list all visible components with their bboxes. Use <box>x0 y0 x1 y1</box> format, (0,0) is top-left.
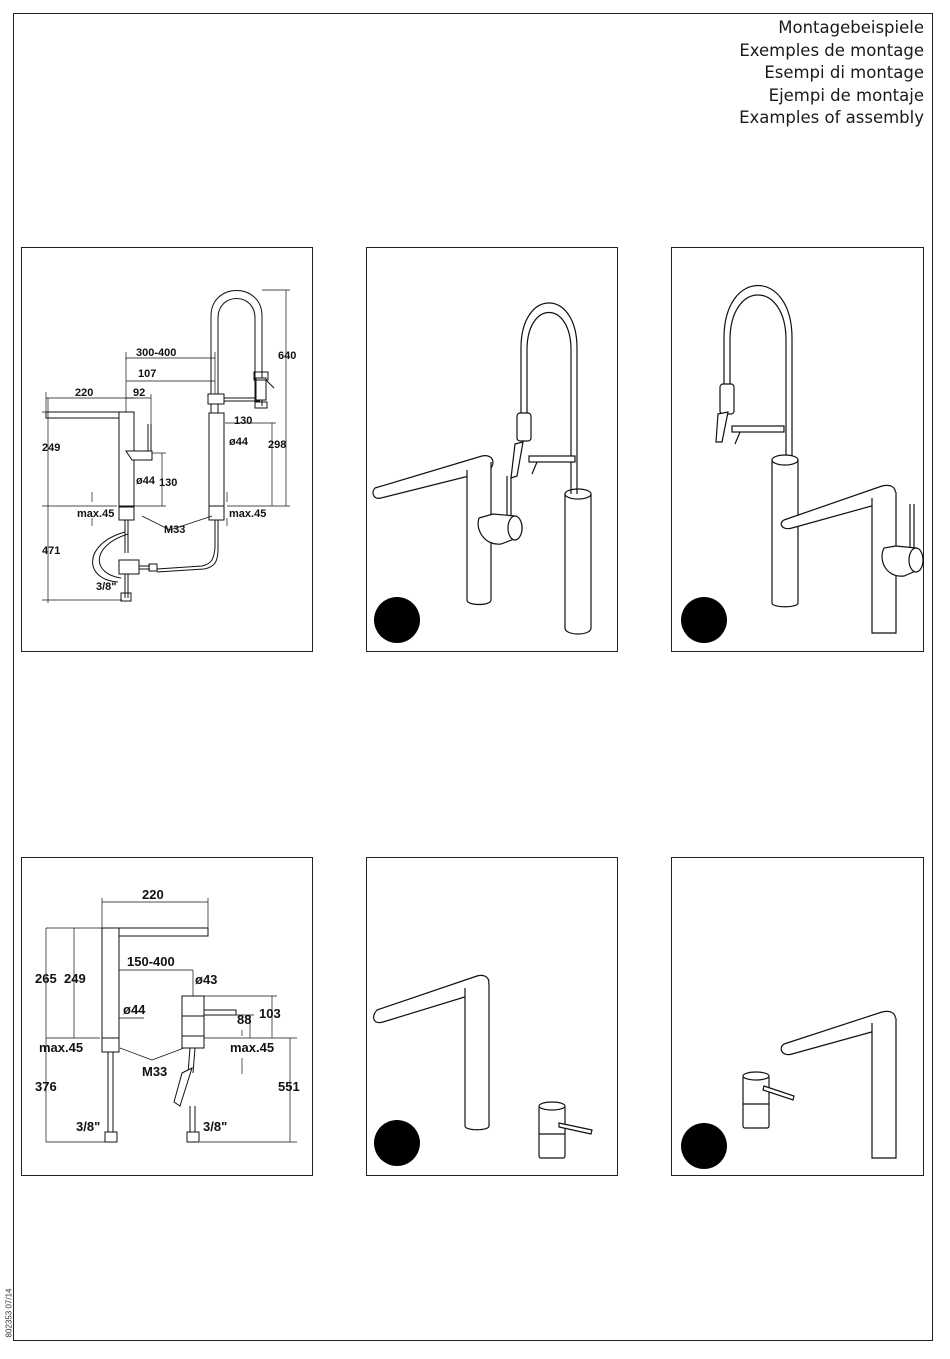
dim-551: 551 <box>278 1079 300 1094</box>
title-italian: Esempi di montage <box>739 62 924 85</box>
dim-376: 376 <box>35 1079 57 1094</box>
illustration-standard-faucet-a <box>366 857 618 1176</box>
title-block: Montagebeispiele Exemples de montage Ese… <box>739 17 924 130</box>
title-spanish: Ejempi de montaje <box>739 85 924 108</box>
dimension-drawing-spring-faucet: 300-400 107 92 220 640 130 ø44 298 249 ø… <box>21 247 313 652</box>
title-english: Examples of assembly <box>739 107 924 130</box>
dim-249: 249 <box>64 971 86 986</box>
title-german: Montagebeispiele <box>739 17 924 40</box>
illustration-spring-faucet-a <box>366 247 618 652</box>
dim-thread-3-8-right: 3/8" <box>203 1119 227 1134</box>
dim-150-400: 150-400 <box>127 954 175 969</box>
variant-marker-dot <box>681 597 727 643</box>
dim-300-400: 300-400 <box>136 347 176 359</box>
dim-265: 265 <box>35 971 57 986</box>
dim-diameter-44: ø44 <box>123 1002 146 1017</box>
dim-thread-3-8-left: 3/8" <box>76 1119 100 1134</box>
dim-103: 103 <box>259 1006 281 1021</box>
illustration-spring-faucet-b <box>671 247 924 652</box>
variant-marker-dot <box>374 597 420 643</box>
dim-max45-left: max.45 <box>77 508 114 520</box>
dimension-drawing-standard-faucet: 220 265 249 150-400 ø43 ø44 88 103 max.4… <box>21 857 313 1176</box>
dim-220: 220 <box>142 887 164 902</box>
title-french: Exemples de montage <box>739 40 924 63</box>
dim-diameter-44-right: ø44 <box>229 436 249 448</box>
dim-107: 107 <box>138 368 156 380</box>
dim-diameter-43: ø43 <box>195 972 217 987</box>
dim-88: 88 <box>237 1012 251 1027</box>
dim-249: 249 <box>42 442 60 454</box>
dim-220: 220 <box>75 387 93 399</box>
illustration-standard-faucet-b <box>671 857 924 1176</box>
dim-max45-right: max.45 <box>230 1040 274 1055</box>
dim-thread-3-8: 3/8" <box>96 581 117 593</box>
dim-298: 298 <box>268 439 286 451</box>
dim-640: 640 <box>278 350 296 362</box>
dim-130-upper: 130 <box>234 415 252 427</box>
dim-m33: M33 <box>142 1064 167 1079</box>
dim-m33: M33 <box>164 524 185 536</box>
dim-diameter-44-left: ø44 <box>136 475 156 487</box>
variant-marker-dot <box>681 1123 727 1169</box>
dim-130-lower: 130 <box>159 477 177 489</box>
dim-92: 92 <box>133 387 145 399</box>
document-code-text: 802353 07/14 <box>5 1289 14 1338</box>
dim-max45-left: max.45 <box>39 1040 83 1055</box>
document-code: 802353 07/14 <box>1 1283 17 1343</box>
variant-marker-dot <box>374 1120 420 1166</box>
dim-471: 471 <box>42 545 60 557</box>
dim-max45-right: max.45 <box>229 508 266 520</box>
